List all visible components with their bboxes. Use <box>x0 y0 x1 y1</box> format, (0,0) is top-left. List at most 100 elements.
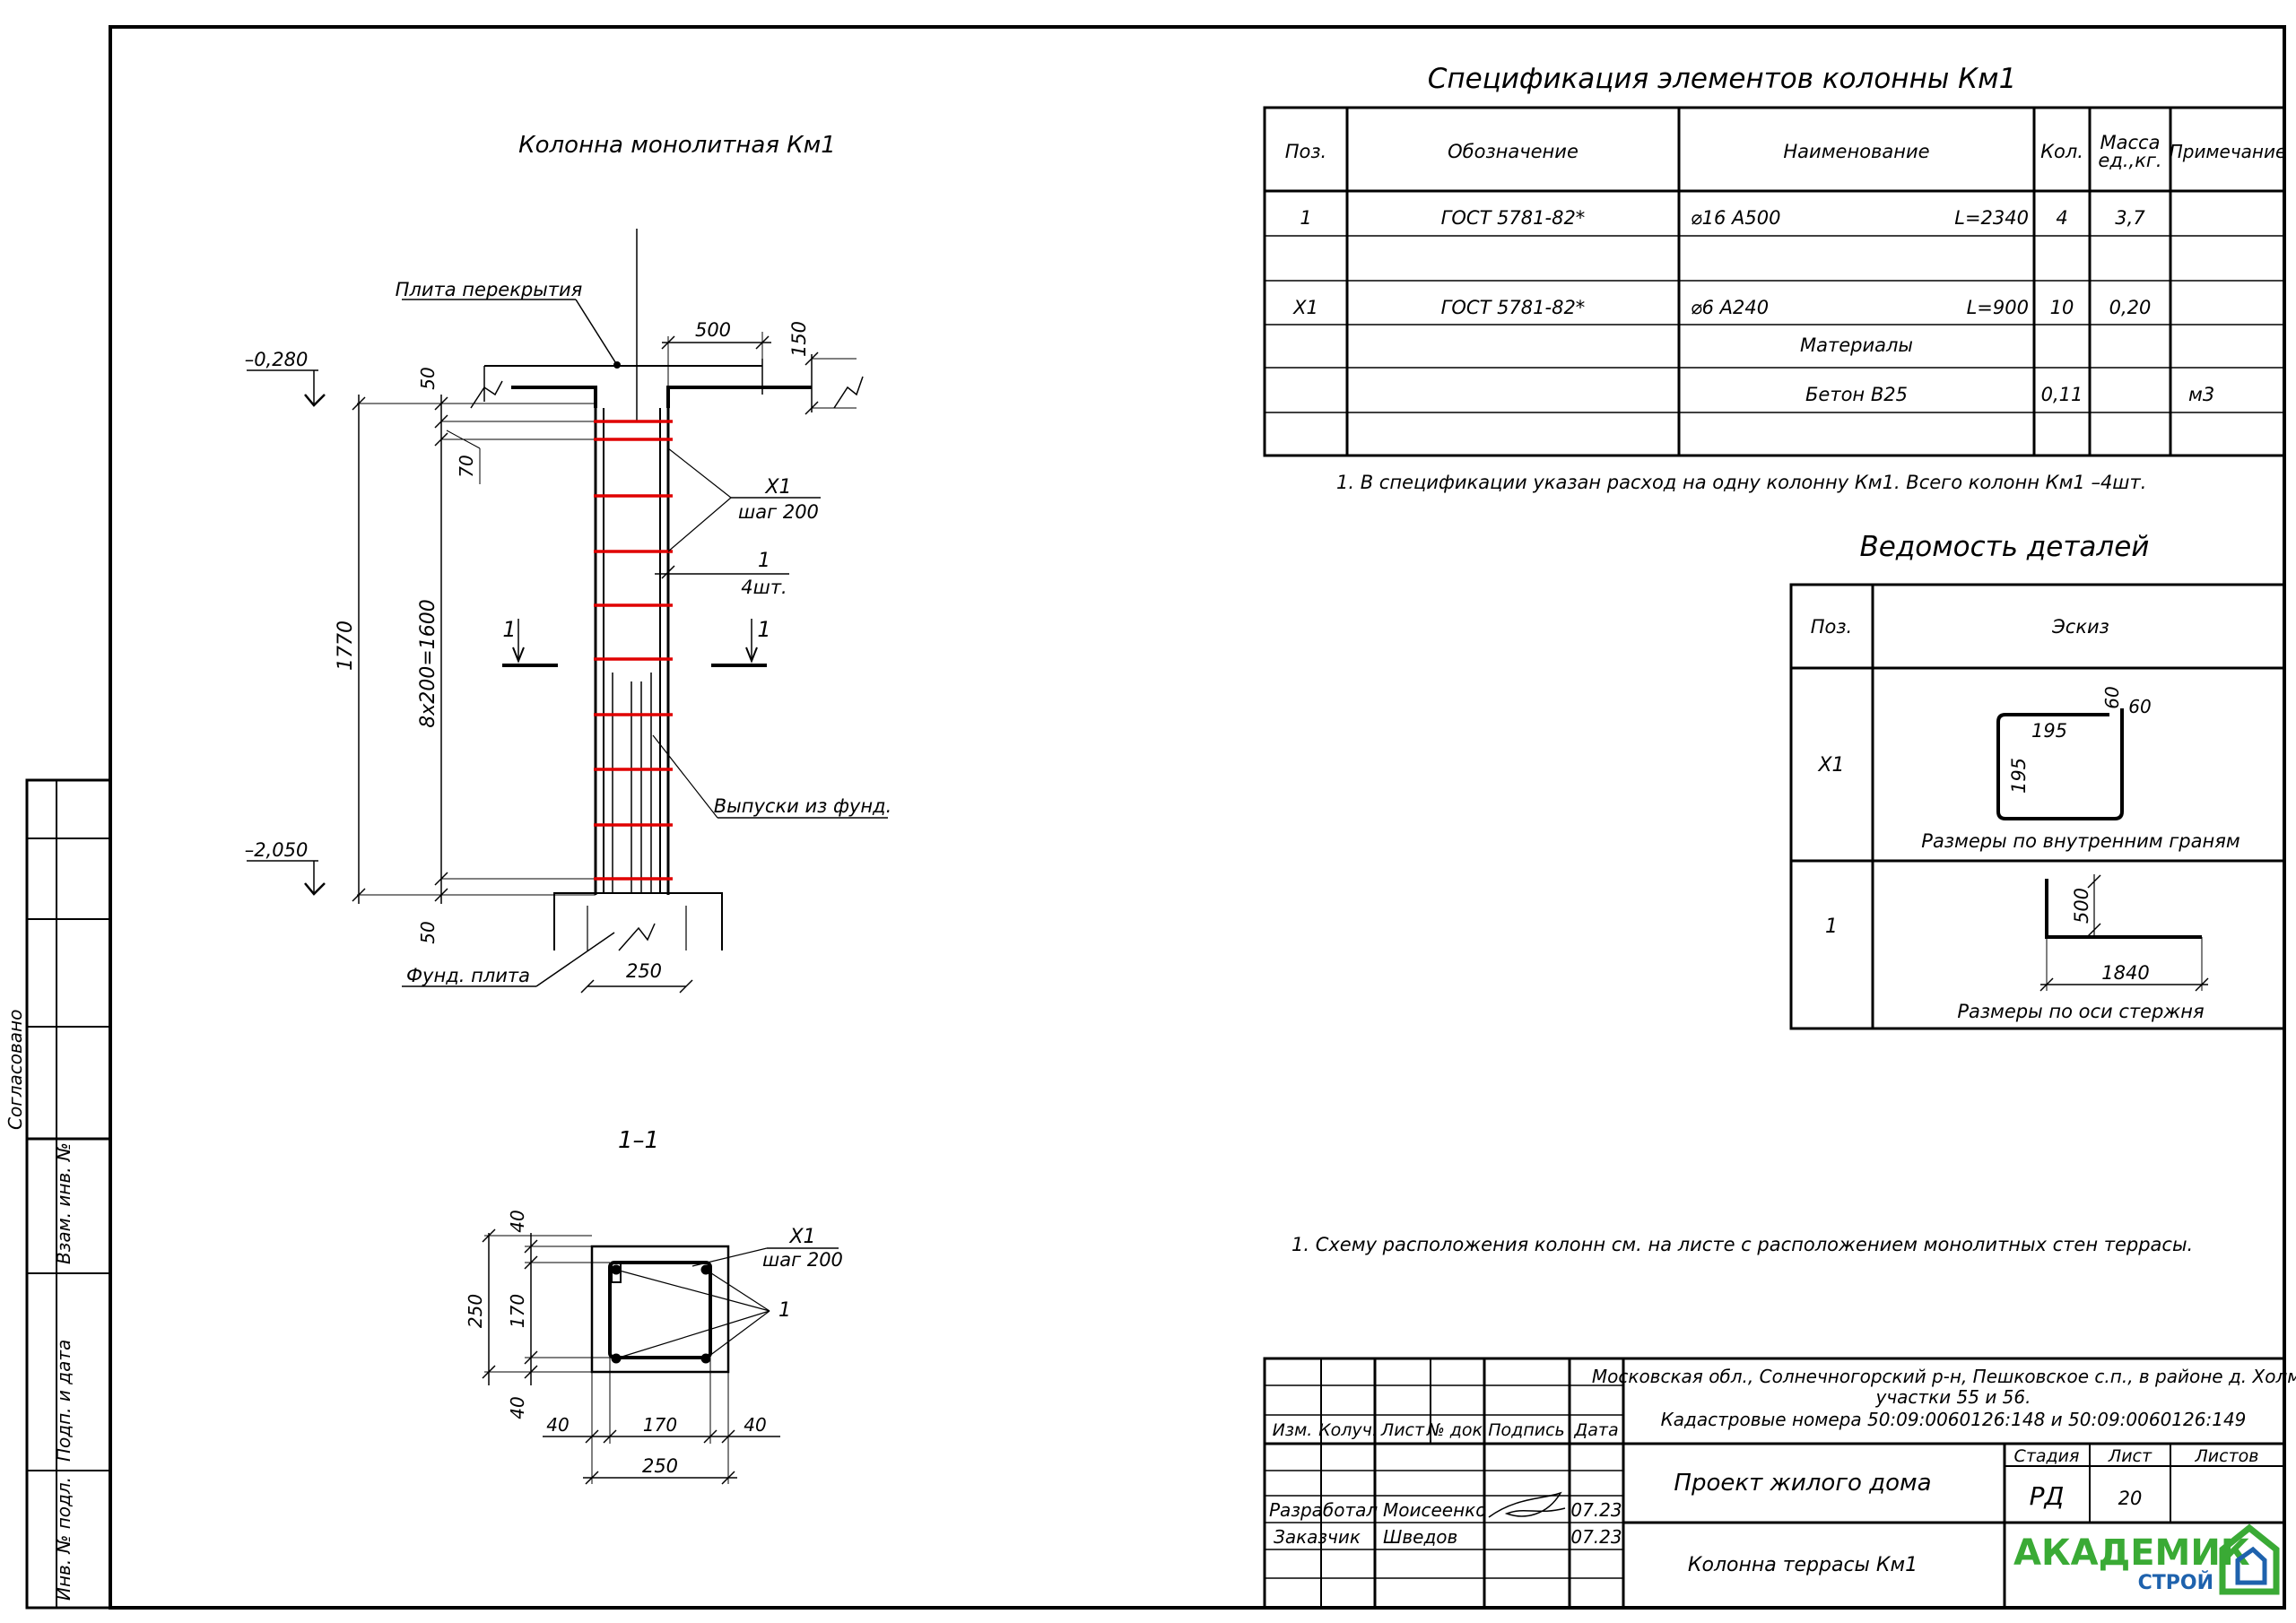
dim-total-height: 1770 <box>335 395 596 904</box>
svg-text:Х1: Х1 <box>1817 754 1844 777</box>
sign-date-label: Подп. и дата <box>53 1340 74 1462</box>
svg-text:4шт.: 4шт. <box>741 577 787 598</box>
slab-label: Плита перекрытия <box>396 279 583 300</box>
svg-text:Бетон В25: Бетон В25 <box>1805 384 1908 405</box>
spec-title: Спецификация элементов колонны Км1 <box>1428 63 2017 95</box>
spec-table: Спецификация элементов колонны Км1 Поз. … <box>1263 63 2287 493</box>
level-top: –0,280 <box>245 349 326 407</box>
details-header-pos: Поз. <box>1811 616 1852 638</box>
dim-slab-height: 150 <box>788 321 857 415</box>
svg-text:⌀6 A240: ⌀6 A240 <box>1691 297 1769 318</box>
svg-text:500: 500 <box>695 319 731 341</box>
sheet-title: Колонна террасы Км1 <box>1688 1554 1918 1576</box>
foundation: 250 Фунд. плита <box>402 892 723 994</box>
logo-main-text: АКАДЕМИК <box>2013 1532 2250 1574</box>
svg-text:40: 40 <box>546 1414 569 1436</box>
svg-text:40: 40 <box>744 1414 766 1436</box>
svg-text:Московская обл., Солнечногорск: Московская обл., Солнечногорский р-н, Пе… <box>1592 1366 2296 1387</box>
spec-header-mass-2: ед.,кг. <box>2098 150 2161 171</box>
agreed-label: Согласовано <box>4 1010 26 1130</box>
svg-text:Листов: Листов <box>2195 1446 2259 1466</box>
dim-slab-width: 500 <box>661 319 771 386</box>
table-row: Х1 ГОСТ 5781-82* ⌀6 A240 L=900 10 0,20 <box>1292 297 2151 318</box>
stirrups <box>594 420 673 881</box>
level-bottom: –2,050 <box>245 839 326 896</box>
section-1-1: 1–1 1 Х1 шаг 200 40 170 40 <box>465 1127 843 1485</box>
svg-text:Размеры по внутренним граням: Размеры по внутренним граням <box>1921 830 2240 852</box>
svg-text:ГОСТ 5781-82*: ГОСТ 5781-82* <box>1441 207 1586 229</box>
svg-text:50: 50 <box>417 921 439 943</box>
detail-x1: Х1 195 195 60 60 Размеры по внутренним г… <box>1817 686 2239 852</box>
svg-text:170: 170 <box>643 1414 677 1436</box>
svg-text:Размеры по оси стержня: Размеры по оси стержня <box>1957 1001 2204 1022</box>
svg-text:50: 50 <box>417 367 439 389</box>
svg-text:Разработал: Разработал <box>1269 1499 1378 1521</box>
svg-text:60: 60 <box>2128 696 2151 717</box>
svg-text:07.23: 07.23 <box>1570 1526 1622 1548</box>
column-view-title: Колонна монолитная Км1 <box>518 132 836 159</box>
svg-text:–0,280: –0,280 <box>245 349 309 370</box>
svg-text:500: 500 <box>2071 888 2092 924</box>
svg-text:участки 55 и 56.: участки 55 и 56. <box>1875 1386 2031 1408</box>
svg-text:1: 1 <box>757 617 770 642</box>
svg-text:L=2340: L=2340 <box>1954 207 2029 229</box>
svg-text:40: 40 <box>507 1210 528 1232</box>
slab: Плита перекрытия <box>396 279 864 409</box>
spec-header-note: Примечание <box>2170 141 2287 162</box>
sheet-number: 20 <box>2118 1488 2143 1509</box>
svg-text:10: 10 <box>2050 297 2074 318</box>
svg-text:ГОСТ 5781-82*: ГОСТ 5781-82* <box>1441 297 1586 318</box>
svg-text:195: 195 <box>2031 720 2067 742</box>
project-title: Проект жилого дома <box>1674 1470 1931 1497</box>
stirrup-callout: Х1 шаг 200 <box>667 447 821 552</box>
svg-text:Х1: Х1 <box>788 1226 815 1248</box>
svg-text:Лист: Лист <box>2108 1446 2152 1466</box>
svg-text:4: 4 <box>2056 207 2067 229</box>
details-header-sketch: Эскиз <box>2051 616 2109 638</box>
signature-icon <box>1488 1491 1566 1518</box>
svg-text:07.23: 07.23 <box>1570 1499 1622 1521</box>
svg-text:Х1: Х1 <box>764 476 791 499</box>
spec-header-designation: Обозначение <box>1448 141 1578 162</box>
spec-header-mass-1: Масса <box>2100 132 2161 153</box>
dim-column-width: 250 <box>626 960 662 982</box>
left-strip: Согласовано Взам. инв. № Подп. и дата Ин… <box>4 778 112 1610</box>
spec-header-pos: Поз. <box>1285 141 1326 162</box>
logo-sub-text: СТРОЙ <box>2138 1571 2213 1594</box>
svg-text:1: 1 <box>758 550 770 572</box>
svg-text:0,20: 0,20 <box>2109 297 2152 318</box>
inv-orig-label: Инв. № подл. <box>53 1477 74 1601</box>
svg-text:Заказчик: Заказчик <box>1274 1526 1361 1548</box>
svg-text:Шведов: Шведов <box>1383 1526 1457 1548</box>
svg-text:–2,050: –2,050 <box>245 839 309 861</box>
stage-value: РД <box>2030 1481 2065 1511</box>
foundation-label: Фунд. плита <box>406 965 530 986</box>
svg-text:⌀16 A500: ⌀16 A500 <box>1691 207 1781 229</box>
inv-replace-label: Взам. инв. № <box>53 1142 74 1264</box>
svg-text:Стадия: Стадия <box>2014 1446 2080 1466</box>
svg-text:L=900: L=900 <box>1967 297 2029 318</box>
spec-footnote: 1. В спецификации указан расход на одну … <box>1336 472 2146 493</box>
svg-text:1: 1 <box>1825 916 1838 938</box>
house-icon <box>2219 1523 2280 1595</box>
svg-text:Выпуски из фунд.: Выпуски из фунд. <box>714 795 892 817</box>
svg-text:Подпись: Подпись <box>1488 1420 1564 1440</box>
details-title: Ведомость деталей <box>1860 531 2150 563</box>
svg-text:Кадастровые номера 50:09:00601: Кадастровые номера 50:09:0060126:148 и 5… <box>1661 1409 2247 1430</box>
svg-text:150: 150 <box>788 321 810 357</box>
svg-text:№ док.: № док. <box>1426 1420 1488 1440</box>
details-table: Ведомость деталей Поз. Эскиз Х1 195 195 … <box>1789 531 2286 1030</box>
svg-text:Х1: Х1 <box>1292 297 1318 318</box>
svg-text:250: 250 <box>642 1455 678 1477</box>
column-body <box>594 408 670 895</box>
svg-text:Колуч.: Колуч. <box>1318 1420 1378 1440</box>
table-row: Бетон В25 0,11 м3 <box>1805 384 2214 405</box>
table-row: Материалы <box>1800 334 1913 356</box>
section-mark-right: 1 <box>711 617 771 667</box>
svg-text:Лист: Лист <box>1380 1420 1425 1440</box>
svg-text:Моисеенко: Моисеенко <box>1383 1499 1487 1521</box>
spec-header-qty: Кол. <box>2040 141 2083 162</box>
svg-text:60: 60 <box>2101 686 2123 708</box>
svg-text:8х200=1600: 8х200=1600 <box>417 599 439 727</box>
